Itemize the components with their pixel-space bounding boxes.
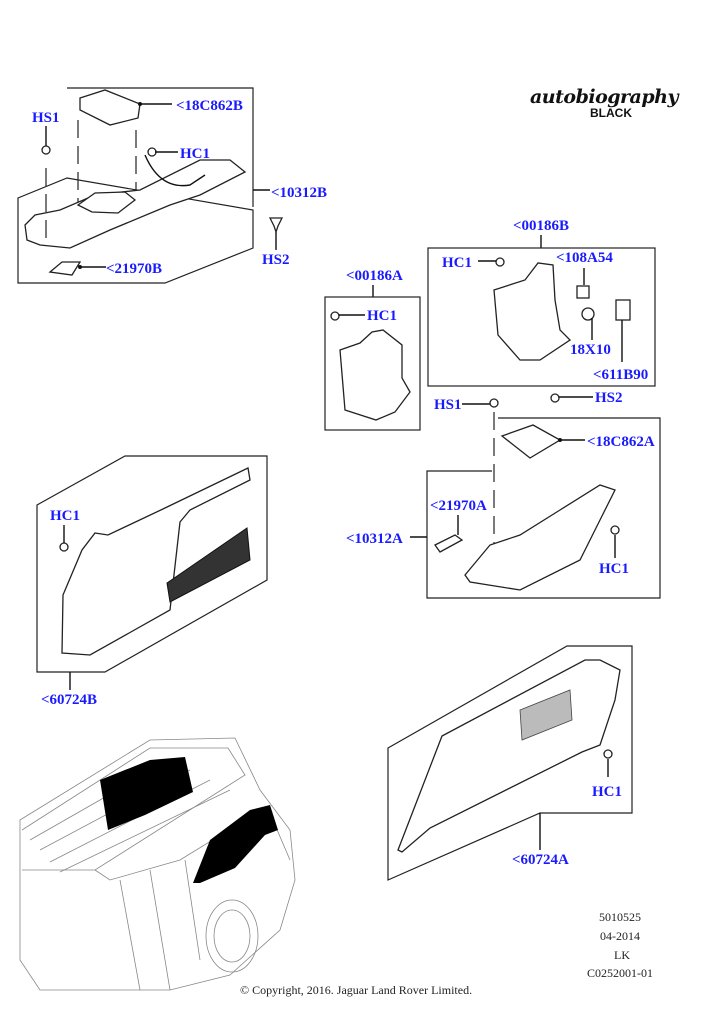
callout-trim-b[interactable]: <60724B <box>41 692 97 708</box>
part-panel-a <box>339 329 411 421</box>
screw-hs1-icon <box>489 398 499 408</box>
part-108a54-icon <box>576 285 590 299</box>
group-console-a: HS1 HS2 <18C862A <21970A <10312A HC1 <box>346 390 661 599</box>
ref-number: 5010525 <box>599 910 641 924</box>
part-handle-a <box>434 534 464 553</box>
frame-trim-a <box>387 645 633 881</box>
brand-badge: autobiography BLACK <box>530 86 679 120</box>
part-storage-cover-b <box>79 89 141 126</box>
callout-part-611b90[interactable]: <611B90 <box>593 367 648 383</box>
callout-panel-b[interactable]: <00186B <box>513 218 569 234</box>
part-storage-cover-a <box>500 424 562 459</box>
part-18x10-icon <box>581 307 595 321</box>
callout-hs2[interactable]: HS2 <box>262 252 290 268</box>
highlight-panel-side <box>193 805 278 883</box>
group-panel-b: <00186B HC1 <108A54 18X10 <611B90 <box>427 218 656 387</box>
wheel-icon <box>205 899 259 973</box>
callout-console-b[interactable]: <10312B <box>271 185 327 201</box>
callout-console-a[interactable]: <10312A <box>346 531 403 547</box>
group-trim-b: HC1 <60724B <box>36 455 268 708</box>
callout-hs1[interactable]: HS1 <box>32 110 60 126</box>
frame-console-b <box>17 87 254 284</box>
frame-panel-b <box>427 247 656 387</box>
callout-hc1[interactable]: HC1 <box>180 146 210 162</box>
callout-part-108a54[interactable]: <108A54 <box>556 250 613 266</box>
clip-hc1-icon <box>330 311 340 321</box>
part-trim-b <box>61 467 251 656</box>
frame-trim-b <box>36 455 268 673</box>
screw-hs1-icon <box>41 145 51 155</box>
callout-hc1[interactable]: HC1 <box>442 255 472 271</box>
part-panel-b <box>493 262 572 361</box>
illustration-id: C0252001-01 <box>587 966 653 980</box>
clip-hc1-icon <box>495 257 505 267</box>
callout-panel-a[interactable]: <00186A <box>346 268 403 284</box>
callout-handle-b[interactable]: <21970B <box>106 261 162 277</box>
brand-edition: BLACK <box>590 106 632 120</box>
part-handle-b <box>48 261 82 276</box>
callout-cover-a[interactable]: <18C862A <box>587 434 655 450</box>
callout-hc1[interactable]: HC1 <box>367 308 397 324</box>
clip-hc1-icon <box>610 525 620 535</box>
part-console-a <box>464 484 616 591</box>
clip-hc1-icon <box>59 542 69 552</box>
screw-hs2-icon <box>268 217 284 235</box>
callout-hc1[interactable]: HC1 <box>592 784 622 800</box>
callout-part-18x10[interactable]: 18X10 <box>570 342 611 358</box>
frame-console-a <box>426 417 661 599</box>
storage-net-icon <box>166 527 251 603</box>
callout-hc1[interactable]: HC1 <box>50 508 80 524</box>
callout-trim-a[interactable]: <60724A <box>512 852 569 868</box>
frame-panel-a <box>324 296 421 431</box>
callout-hs2[interactable]: HS2 <box>595 390 623 406</box>
copyright-notice: © Copyright, 2016. Jaguar Land Rover Lim… <box>240 983 473 997</box>
callout-cover-b[interactable]: <18C862B <box>176 98 243 114</box>
screw-hs2-icon <box>550 393 560 403</box>
harness <box>144 154 206 187</box>
clip-hc1-icon <box>603 749 613 759</box>
group-console-b: HS1 <18C862B HC1 <10312B HS2 <21970B <box>17 87 327 284</box>
part-console-tray-b <box>76 191 137 214</box>
clip-hc1-icon <box>147 147 157 157</box>
callout-hc1[interactable]: HC1 <box>599 561 629 577</box>
date-code: 04-2014 <box>600 929 640 943</box>
part-trim-a <box>397 659 621 853</box>
part-611b90-icon <box>615 299 631 321</box>
part-console-b <box>24 159 247 249</box>
callout-handle-a[interactable]: <21970A <box>430 498 487 514</box>
group-trim-a: HC1 <60724A <box>387 645 633 881</box>
vent-grille-icon <box>519 689 573 741</box>
region-code: LK <box>614 948 630 962</box>
vehicle-locator-illustration <box>19 737 296 991</box>
group-panel-a: <00186A HC1 <box>324 268 421 431</box>
brand-script-logo: autobiography <box>530 86 679 108</box>
callout-hs1[interactable]: HS1 <box>434 397 462 413</box>
vehicle-outline <box>19 737 296 991</box>
highlight-panel-upper <box>100 757 193 830</box>
